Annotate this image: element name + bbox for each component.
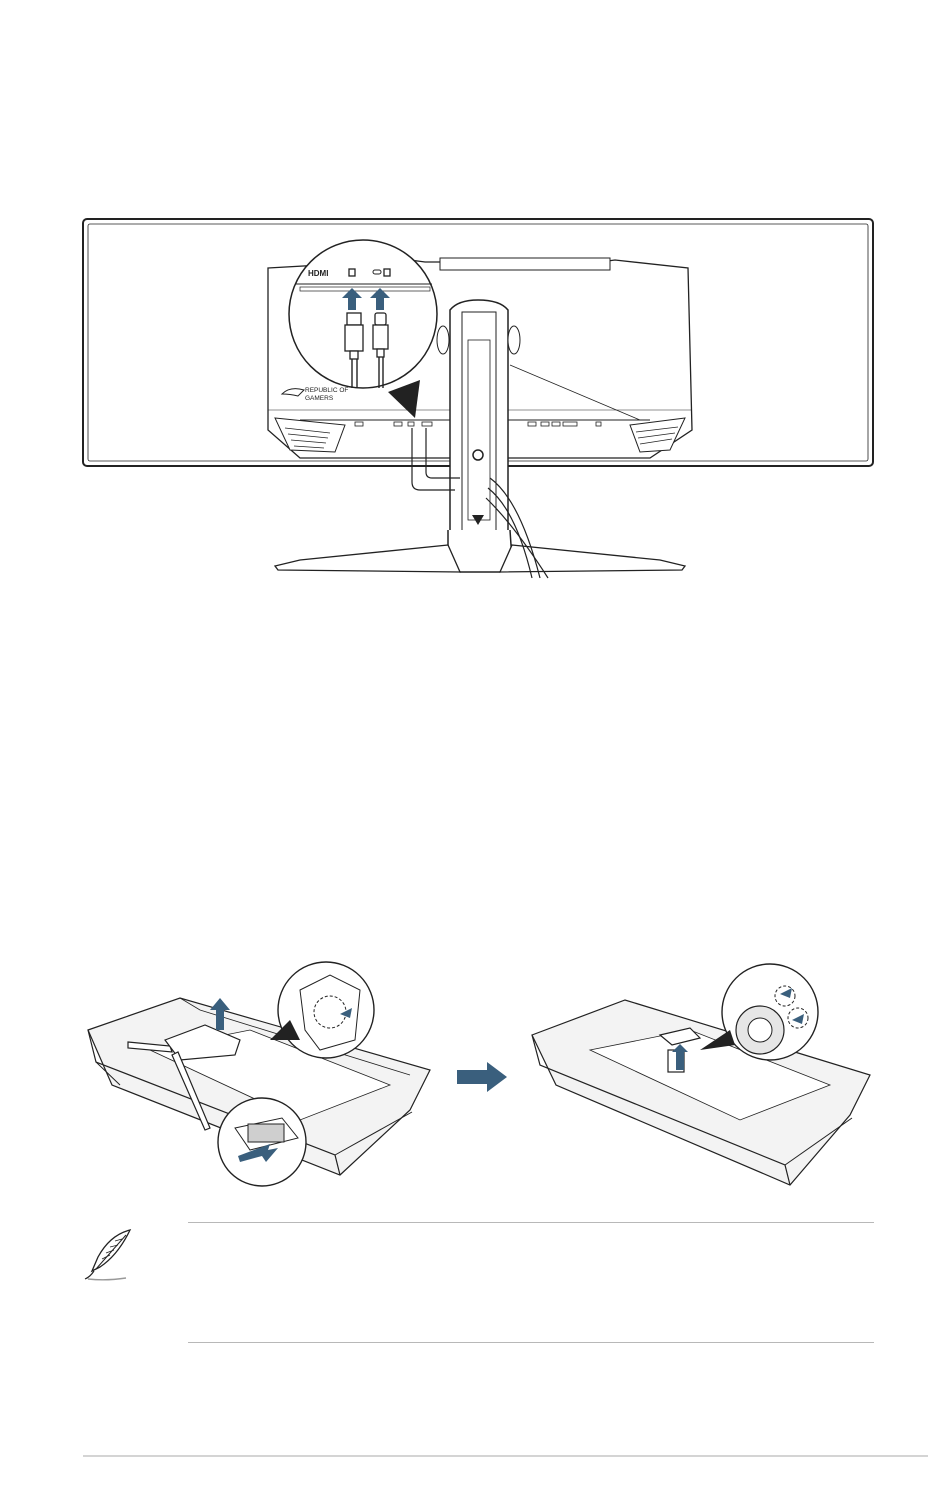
usb-c-plug bbox=[375, 313, 386, 325]
arrow-right-icon bbox=[455, 1062, 515, 1092]
svg-text:GAMERS: GAMERS bbox=[305, 395, 334, 402]
feather-icon bbox=[80, 1225, 140, 1285]
unboxing-step2-illustration bbox=[520, 950, 880, 1190]
port-callout-zoom bbox=[289, 240, 437, 388]
monitor-rear-illustration: REPUBLIC OF GAMERS HDMI bbox=[0, 210, 950, 590]
svg-text:HDMI: HDMI bbox=[308, 269, 328, 278]
note-bottom-divider bbox=[188, 1342, 874, 1343]
displayport-plug bbox=[347, 313, 361, 325]
note-top-divider bbox=[188, 1222, 874, 1223]
svg-text:REPUBLIC OF: REPUBLIC OF bbox=[305, 387, 348, 394]
stand-column bbox=[450, 300, 508, 545]
unboxing-step1-illustration bbox=[0, 950, 460, 1200]
footer-divider bbox=[83, 1455, 928, 1457]
